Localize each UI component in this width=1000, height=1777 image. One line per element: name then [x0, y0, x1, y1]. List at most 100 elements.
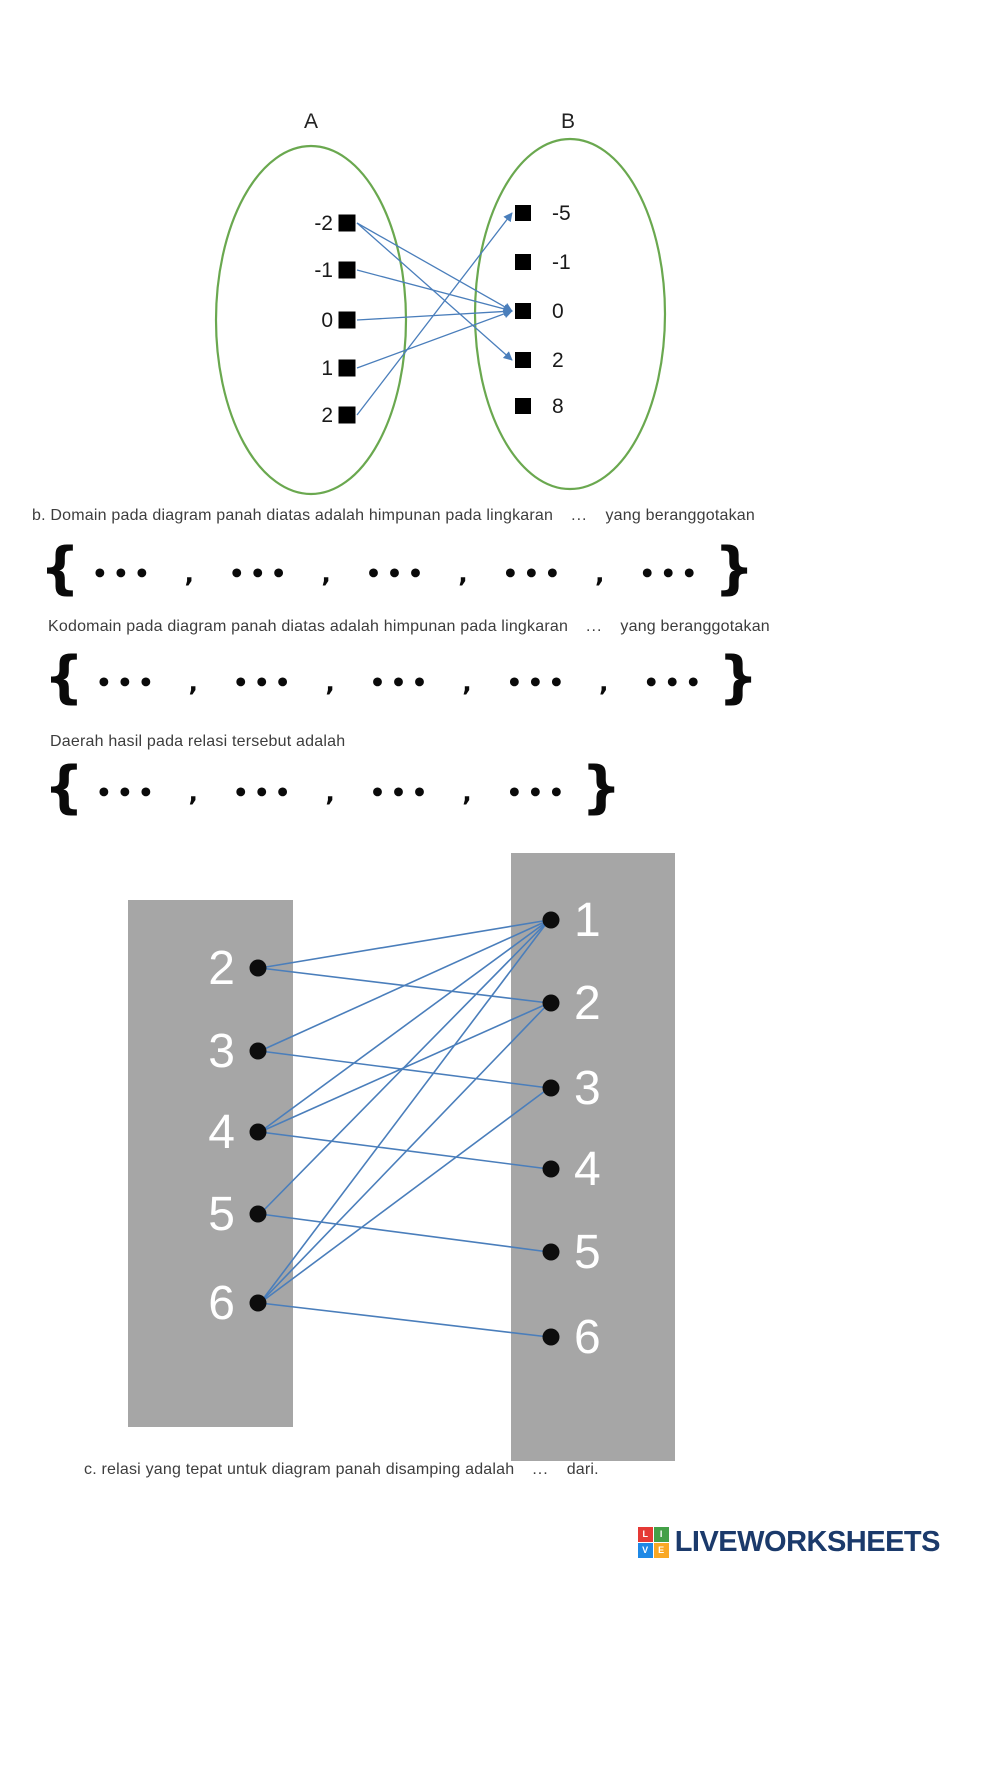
- logo-square-v: V: [637, 1543, 653, 1558]
- question-kodomain: Kodomain pada diagram panah diatas adala…: [48, 618, 770, 636]
- set-b-node: [515, 254, 531, 270]
- question-c-blank[interactable]: ...: [532, 1461, 549, 1478]
- relation-line: [259, 919, 550, 1133]
- right-node: [542, 1328, 560, 1346]
- set-a-value: 1: [321, 357, 333, 380]
- open-brace: {: [40, 536, 80, 601]
- ellipse-set-a: [214, 144, 408, 496]
- set-a-node: [338, 311, 356, 329]
- right-value: 3: [574, 1062, 601, 1115]
- set-b-node: [515, 398, 531, 414]
- left-node: [249, 1123, 267, 1141]
- kodomain-answer-set: { ••• , ••• , ••• , ••• , ••• }: [44, 650, 758, 714]
- arrow-diagram-top: A B -2 -1 0 1 2 -5 -1 0 2 8: [214, 110, 667, 496]
- logo-square-e: E: [653, 1543, 669, 1558]
- set-a-node: [338, 261, 356, 279]
- relation-arrow: [356, 269, 513, 314]
- left-node: [249, 959, 267, 977]
- relation-line: [259, 919, 550, 1215]
- question-daerah-hasil: Daerah hasil pada relasi tersebut adalah: [50, 733, 345, 751]
- domain-answer-slots[interactable]: ••• , ••• , ••• , ••• , •••: [91, 558, 703, 588]
- question-daerah-text: Daerah hasil pada relasi tersebut adalah: [50, 733, 346, 750]
- set-b-label: B: [561, 110, 575, 133]
- set-b-node: [515, 352, 531, 368]
- relation-line: [259, 1213, 550, 1253]
- right-value: 1: [574, 894, 601, 947]
- question-b-suffix: yang beranggotakan: [605, 507, 755, 524]
- logo-square-i: I: [653, 1527, 669, 1542]
- set-b-value: 0: [552, 300, 564, 323]
- right-value: 4: [574, 1143, 601, 1196]
- close-brace: }: [581, 755, 622, 820]
- question-kodomain-text: Kodomain pada diagram panah diatas adala…: [48, 618, 569, 635]
- set-a-value: 2: [321, 404, 333, 427]
- relation-line: [259, 1002, 550, 1304]
- question-c-suffix: dari.: [566, 1461, 599, 1478]
- question-c-text: c. relasi yang tepat untuk diagram panah…: [84, 1461, 515, 1478]
- left-node: [249, 1042, 267, 1060]
- ellipse-set-b: [473, 137, 667, 491]
- logo-square-l: L: [637, 1527, 653, 1542]
- relation-arrow: [356, 306, 513, 321]
- right-value: 5: [574, 1226, 601, 1279]
- relation-arrow: [356, 212, 513, 416]
- set-a-label: A: [304, 110, 318, 133]
- relation-arrow: [356, 222, 513, 361]
- left-panel: [128, 900, 293, 1427]
- left-value: 3: [208, 1025, 235, 1078]
- left-node: [249, 1205, 267, 1223]
- kodomain-answer-slots[interactable]: ••• , ••• , ••• , ••• , •••: [95, 667, 707, 697]
- set-a-node: [338, 359, 356, 377]
- range-answer-slots[interactable]: ••• , ••• , ••• , •••: [95, 777, 570, 807]
- set-a-value: -2: [314, 212, 333, 235]
- relation-line: [259, 919, 550, 1052]
- question-c: c. relasi yang tepat untuk diagram panah…: [84, 1461, 599, 1479]
- right-node: [542, 1243, 560, 1261]
- left-value: 5: [208, 1188, 235, 1241]
- set-b-value: -5: [552, 202, 571, 225]
- right-value: 2: [574, 977, 601, 1030]
- open-brace: {: [44, 755, 84, 820]
- set-a-node: [338, 214, 356, 232]
- right-node: [542, 1160, 560, 1178]
- right-panel: [511, 853, 675, 1461]
- set-b-value: 8: [552, 395, 564, 418]
- set-b-node: [515, 205, 531, 221]
- left-node: [249, 1294, 267, 1312]
- right-node: [542, 911, 560, 929]
- question-b: b. Domain pada diagram panah diatas adal…: [32, 507, 755, 525]
- question-b-text: b. Domain pada diagram panah diatas adal…: [32, 507, 554, 524]
- set-a-value: 0: [321, 309, 333, 332]
- relation-line: [259, 1131, 550, 1170]
- relation-arrow: [356, 309, 513, 369]
- open-brace: {: [44, 645, 84, 710]
- right-node: [542, 994, 560, 1012]
- relation-line: [259, 1050, 550, 1089]
- left-value: 2: [208, 942, 235, 995]
- question-b-blank[interactable]: ...: [571, 507, 588, 524]
- liveworksheets-logo-text: LIVEWORKSHEETS: [674, 1526, 941, 1558]
- relation-line: [259, 1087, 550, 1304]
- relation-line: [259, 919, 550, 969]
- set-b-node: [515, 303, 531, 319]
- relation-line: [259, 1302, 550, 1338]
- range-answer-set: { ••• , ••• , ••• , ••• }: [44, 760, 621, 824]
- right-value: 6: [574, 1311, 601, 1364]
- right-node: [542, 1079, 560, 1097]
- close-brace: }: [718, 645, 759, 710]
- set-b-value: 2: [552, 349, 564, 372]
- close-brace: }: [714, 536, 755, 601]
- set-a-node: [338, 406, 356, 424]
- set-b-value: -1: [552, 251, 571, 274]
- question-kodomain-blank[interactable]: ...: [586, 618, 603, 635]
- relation-line: [259, 919, 550, 1304]
- set-a-value: -1: [314, 259, 333, 282]
- question-kodomain-suffix: yang beranggotakan: [620, 618, 770, 635]
- relation-arrow: [356, 222, 513, 312]
- domain-answer-set: { ••• , ••• , ••• , ••• , ••• }: [40, 541, 754, 605]
- left-value: 4: [208, 1106, 235, 1159]
